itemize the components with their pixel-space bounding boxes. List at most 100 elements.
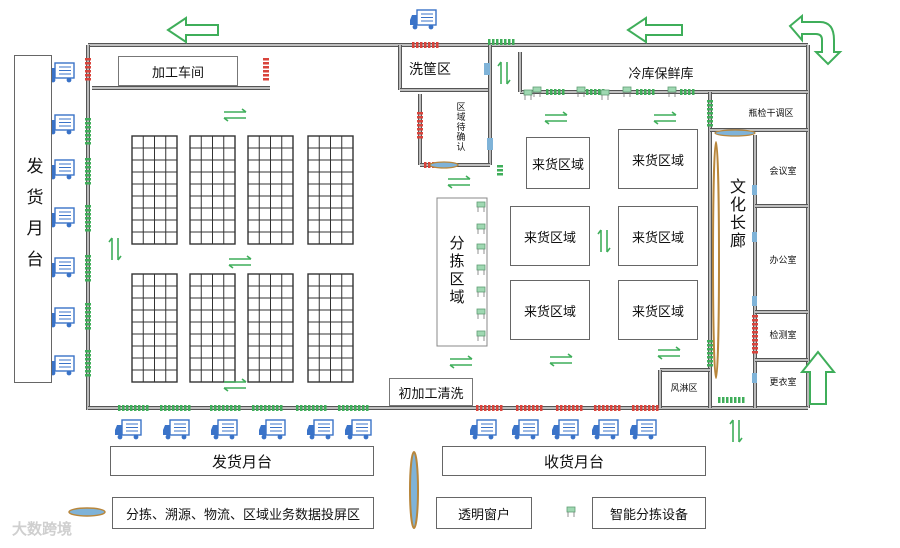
confirm-door-green	[497, 165, 503, 168]
bidirectional-arrow-icon	[549, 353, 573, 367]
sorting-area-border	[436, 197, 488, 347]
truck-wheel	[309, 434, 315, 440]
dock-door-left	[85, 118, 91, 121]
workshop-door-red	[263, 58, 269, 61]
truck-wheel	[165, 434, 171, 440]
truck-wheel	[325, 434, 331, 440]
truck-cab	[552, 425, 559, 435]
incoming-area-3: 来货区域	[510, 206, 590, 266]
truck-icon	[48, 207, 75, 228]
dock-door-left	[85, 263, 91, 266]
dock-door-bottom	[234, 405, 237, 411]
arrow-path	[729, 419, 743, 443]
dock-door-bottom	[164, 405, 167, 411]
dock-door-left	[85, 130, 91, 133]
receive-door-red	[618, 405, 621, 411]
dock-door-left	[85, 166, 91, 169]
dock-door-left-red	[85, 62, 91, 65]
dock-door-bottom	[210, 405, 213, 411]
arrow-path	[497, 61, 511, 85]
bidirectional-arrow-icon	[497, 61, 511, 85]
receive-door-red	[580, 405, 583, 411]
ship-dock-bottom-label: 发货月台	[110, 446, 374, 476]
truck-icon	[410, 9, 437, 30]
bidirectional-arrow-icon	[597, 229, 611, 253]
bidirectional-arrow-icon	[729, 419, 743, 443]
crate-wash-label: 洗筐区	[409, 62, 451, 78]
incoming-area-2: 来货区域	[618, 129, 698, 189]
truck-wheel	[66, 222, 72, 228]
dock-door-left	[85, 221, 91, 224]
dock-door-bottom	[126, 405, 129, 411]
dock-door-bottom	[280, 405, 283, 411]
dock-door-bottom	[160, 405, 163, 411]
truck-wheel	[66, 174, 72, 180]
truck-wheel	[133, 434, 139, 440]
dock-door-left	[85, 134, 91, 137]
receive-door-red	[594, 405, 597, 411]
cold-door-green	[550, 89, 553, 95]
dock-door-bottom	[256, 405, 259, 411]
truck-wheel	[229, 434, 235, 440]
cold-door-green	[692, 89, 695, 95]
dock-door-left	[85, 229, 91, 232]
receive-door-red	[496, 405, 499, 411]
corridor-door-green	[707, 108, 713, 111]
truck-icon	[163, 419, 190, 440]
exit-door-green	[722, 397, 725, 403]
receive-door-red	[568, 405, 571, 411]
direction-arrow-left	[626, 16, 683, 44]
corridor-door-green	[707, 116, 713, 119]
legend-window: 透明窗户	[436, 497, 532, 529]
truck-icon	[552, 419, 579, 440]
sorter-icon	[476, 330, 486, 337]
truck-icon	[211, 419, 238, 440]
receive-door-red	[652, 405, 655, 411]
truck-wheel	[472, 434, 478, 440]
top-door-green	[500, 39, 503, 45]
truck-wheel	[412, 24, 418, 30]
air-shower-label: 风淋区	[670, 383, 698, 394]
corridor-door-green	[707, 360, 713, 363]
receive-door-red	[536, 405, 539, 411]
corridor-door-green	[707, 112, 713, 115]
receive-door-red	[644, 405, 647, 411]
processing-workshop-label: 加工车间	[118, 56, 238, 86]
receive-door-red	[656, 405, 659, 411]
dock-door-bottom	[362, 405, 365, 411]
corridor-door-green	[707, 100, 713, 103]
receive-door-red	[520, 405, 523, 411]
dock-door-left	[85, 370, 91, 373]
receive-door-red	[540, 405, 543, 411]
dock-door-left	[85, 311, 91, 314]
dock-door-bottom	[118, 405, 121, 411]
dock-door-left	[85, 259, 91, 262]
dock-door-bottom	[264, 405, 267, 411]
truck-wheel	[66, 370, 72, 376]
truck-icon	[307, 419, 334, 440]
receive-door-red	[488, 405, 491, 411]
dock-door-left	[85, 255, 91, 258]
confirm-side-red	[417, 116, 423, 119]
receive-door-red	[528, 405, 531, 411]
dock-door-bottom	[272, 405, 275, 411]
dock-door-left	[85, 275, 91, 278]
legend-window-icon	[409, 451, 419, 529]
dock-door-left	[85, 323, 91, 326]
cold-door-green	[546, 89, 549, 95]
dock-door-left	[85, 162, 91, 165]
truck-cab	[630, 425, 637, 435]
receive-dock-label: 收货月台	[442, 446, 706, 476]
truck-wheel	[66, 272, 72, 278]
receive-door-red	[614, 405, 617, 411]
device-marker	[752, 296, 757, 306]
truck-cab	[259, 425, 266, 435]
cold-door-green	[598, 89, 601, 95]
receive-door-red	[598, 405, 601, 411]
dock-door-bottom	[308, 405, 311, 411]
dock-door-bottom	[130, 405, 133, 411]
dock-door-bottom	[268, 405, 271, 411]
device-marker	[484, 63, 490, 75]
cold-door-green	[586, 89, 589, 95]
